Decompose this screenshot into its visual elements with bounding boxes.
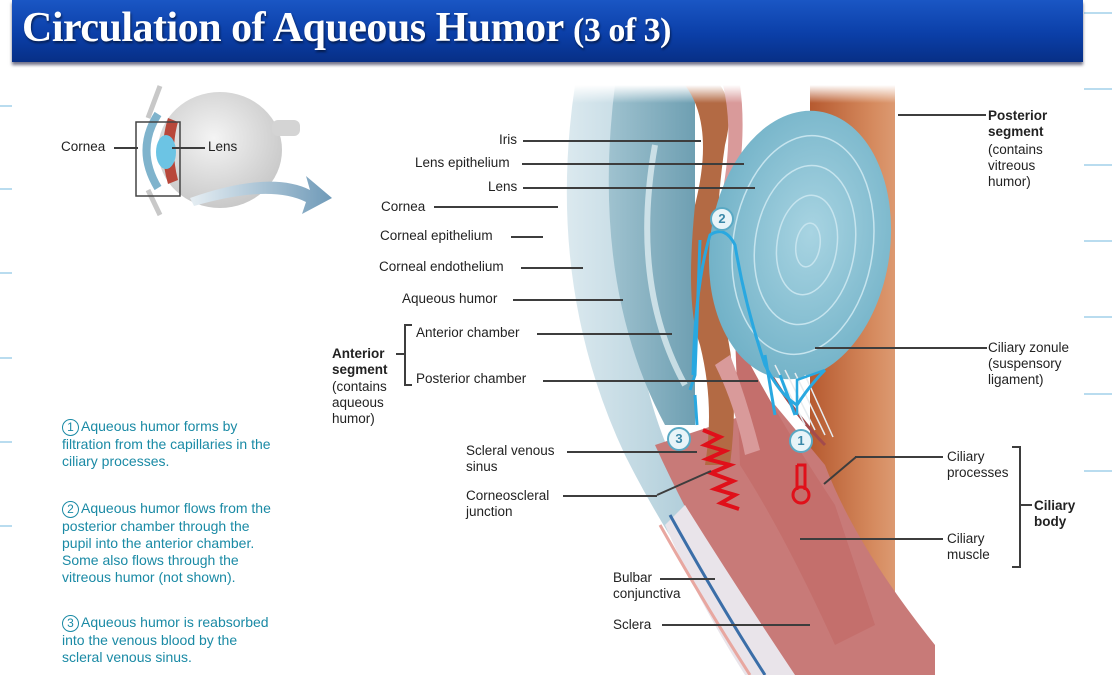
label-lens: Lens [488,179,518,194]
leader-line [563,495,657,497]
label-ciliary-body: Ciliary body [1034,498,1076,529]
label-corneoscleral-junction: Corneoscleral junction [466,488,550,519]
leader-line [114,147,138,149]
label-anterior-segment-title: Anterior segment [332,346,388,377]
leader-line [172,147,205,149]
inset-label-lens: Lens [208,139,238,154]
leader-line [513,299,623,301]
grid-tick [1084,240,1112,242]
label-ciliary-zonule: Ciliary zonule (suspensory ligament) [988,340,1070,387]
grid-tick [1084,470,1112,472]
ciliary-body-bracket [1012,446,1021,568]
grid-tick [1084,316,1112,318]
anterior-segment-bracket [404,324,412,386]
step-text: Aqueous humor forms by filtration from t… [62,418,271,469]
leader-line [511,236,543,238]
label-anterior-chamber: Anterior chamber [416,325,520,340]
leader-line [815,347,987,349]
label-posterior-chamber: Posterior chamber [416,371,527,386]
grid-tick [1084,393,1112,395]
step-number-3: 3 [62,615,79,632]
leader-line [660,578,715,580]
slide-title-main: Circulation of Aqueous Humor [22,5,564,51]
label-posterior-segment-note: (contains vitreous humor) [988,142,1043,189]
grid-tick [1084,88,1112,90]
leader-line [662,624,810,626]
leader-line [396,353,405,355]
leader-line [800,538,943,540]
slide-title-bar: Circulation of Aqueous Humor (3 of 3) [12,0,1083,62]
leader-line [522,163,744,165]
inset-label-cornea: Cornea [61,139,106,154]
leader-line-diagonal [656,470,712,496]
step-text: Aqueous humor flows from the posterior c… [62,500,271,585]
step-number-2: 2 [62,501,79,518]
inset-eyeball-illustration [135,85,332,217]
leader-line [523,187,755,189]
leader-line-diagonal [823,456,857,485]
grid-tick [0,441,12,443]
grid-tick [0,357,12,359]
leader-line [543,380,758,382]
label-posterior-segment-title: Posterior segment [988,108,1048,139]
label-scleral-venous-sinus: Scleral venous sinus [466,443,555,474]
leader-line [537,333,672,335]
label-corneal-epithelium: Corneal epithelium [380,228,493,243]
label-aqueous-humor: Aqueous humor [402,291,498,306]
grid-tick [0,272,12,274]
leader-line [523,140,701,142]
label-ciliary-processes: Ciliary processes [947,449,1009,480]
leader-line [855,456,943,458]
grid-tick [0,525,12,527]
step-number-1: 1 [62,419,79,436]
leader-line [567,451,697,453]
label-cornea: Cornea [381,199,426,214]
grid-tick [0,188,12,190]
leader-line [521,267,583,269]
grid-tick [1084,12,1112,14]
callout-badge-1: 1 [789,429,813,453]
label-iris: Iris [499,132,517,147]
slide-title: Circulation of Aqueous Humor (3 of 3) [22,4,671,52]
grid-tick [0,105,12,107]
callout-badge-3: 3 [667,427,691,451]
label-ciliary-muscle: Ciliary muscle [947,531,990,562]
leader-line [434,206,558,208]
eye-cross-section-diagram [535,85,935,675]
leader-line [1020,504,1032,506]
label-sclera: Sclera [613,617,652,632]
grid-tick [1084,164,1112,166]
label-bulbar-conjunctiva: Bulbar conjunctiva [613,570,681,601]
slide-title-sub: (3 of 3) [573,12,671,49]
label-corneal-endothelium: Corneal endothelium [379,259,504,274]
callout-badge-2: 2 [710,207,734,231]
leader-line [898,114,986,116]
label-anterior-segment-note: (contains aqueous humor) [332,379,387,426]
label-lens-epithelium: Lens epithelium [415,155,510,170]
step-text: Aqueous humor is reabsorbed into the ven… [62,614,269,665]
